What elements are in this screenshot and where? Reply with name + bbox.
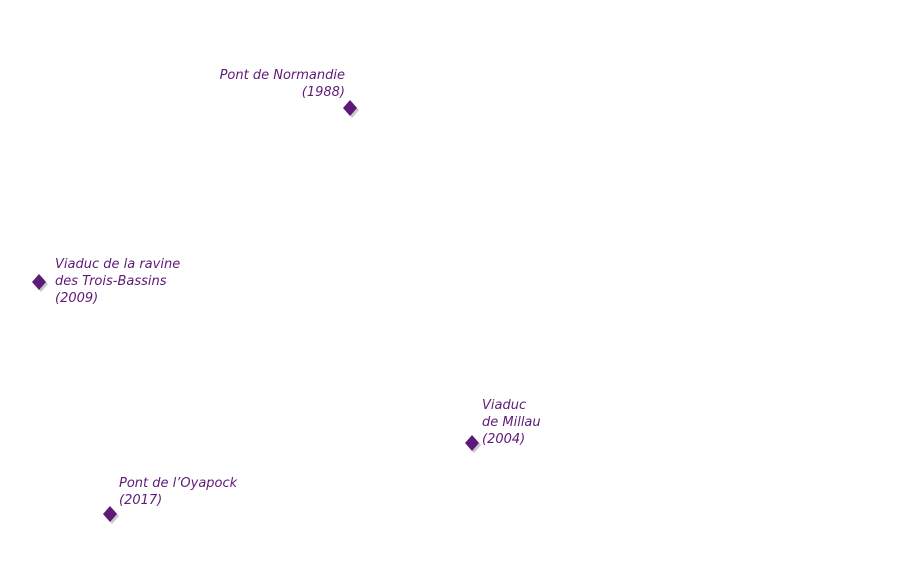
label-line: Viaduc de la ravine bbox=[55, 257, 181, 272]
label-line: (2009) bbox=[55, 291, 99, 306]
label-line: Pont de Normandie bbox=[219, 68, 345, 83]
label-line: (2004) bbox=[482, 432, 526, 447]
label-line: Pont de l’Oyapock bbox=[119, 476, 238, 491]
marker-pont-de-l-oyapock-icon[interactable] bbox=[103, 505, 119, 525]
marker-trois-bassins-icon[interactable] bbox=[32, 273, 48, 293]
label-pont-de-normandie: Pont de Normandie (1988) bbox=[220, 67, 345, 101]
label-line: (2017) bbox=[119, 493, 163, 508]
label-line: des Trois-Bassins bbox=[55, 274, 167, 289]
label-viaduc-de-millau: Viaduc de Millau (2004) bbox=[482, 397, 541, 448]
label-pont-de-l-oyapock: Pont de l’Oyapock (2017) bbox=[119, 475, 237, 509]
marker-pont-de-normandie-icon[interactable] bbox=[343, 99, 359, 119]
marker-viaduc-de-millau-icon[interactable] bbox=[465, 434, 481, 454]
label-trois-bassins: Viaduc de la ravine des Trois-Bassins (2… bbox=[55, 256, 180, 307]
label-line: Viaduc bbox=[482, 398, 527, 413]
label-line: (1988) bbox=[301, 85, 345, 100]
label-line: de Millau bbox=[482, 415, 541, 430]
